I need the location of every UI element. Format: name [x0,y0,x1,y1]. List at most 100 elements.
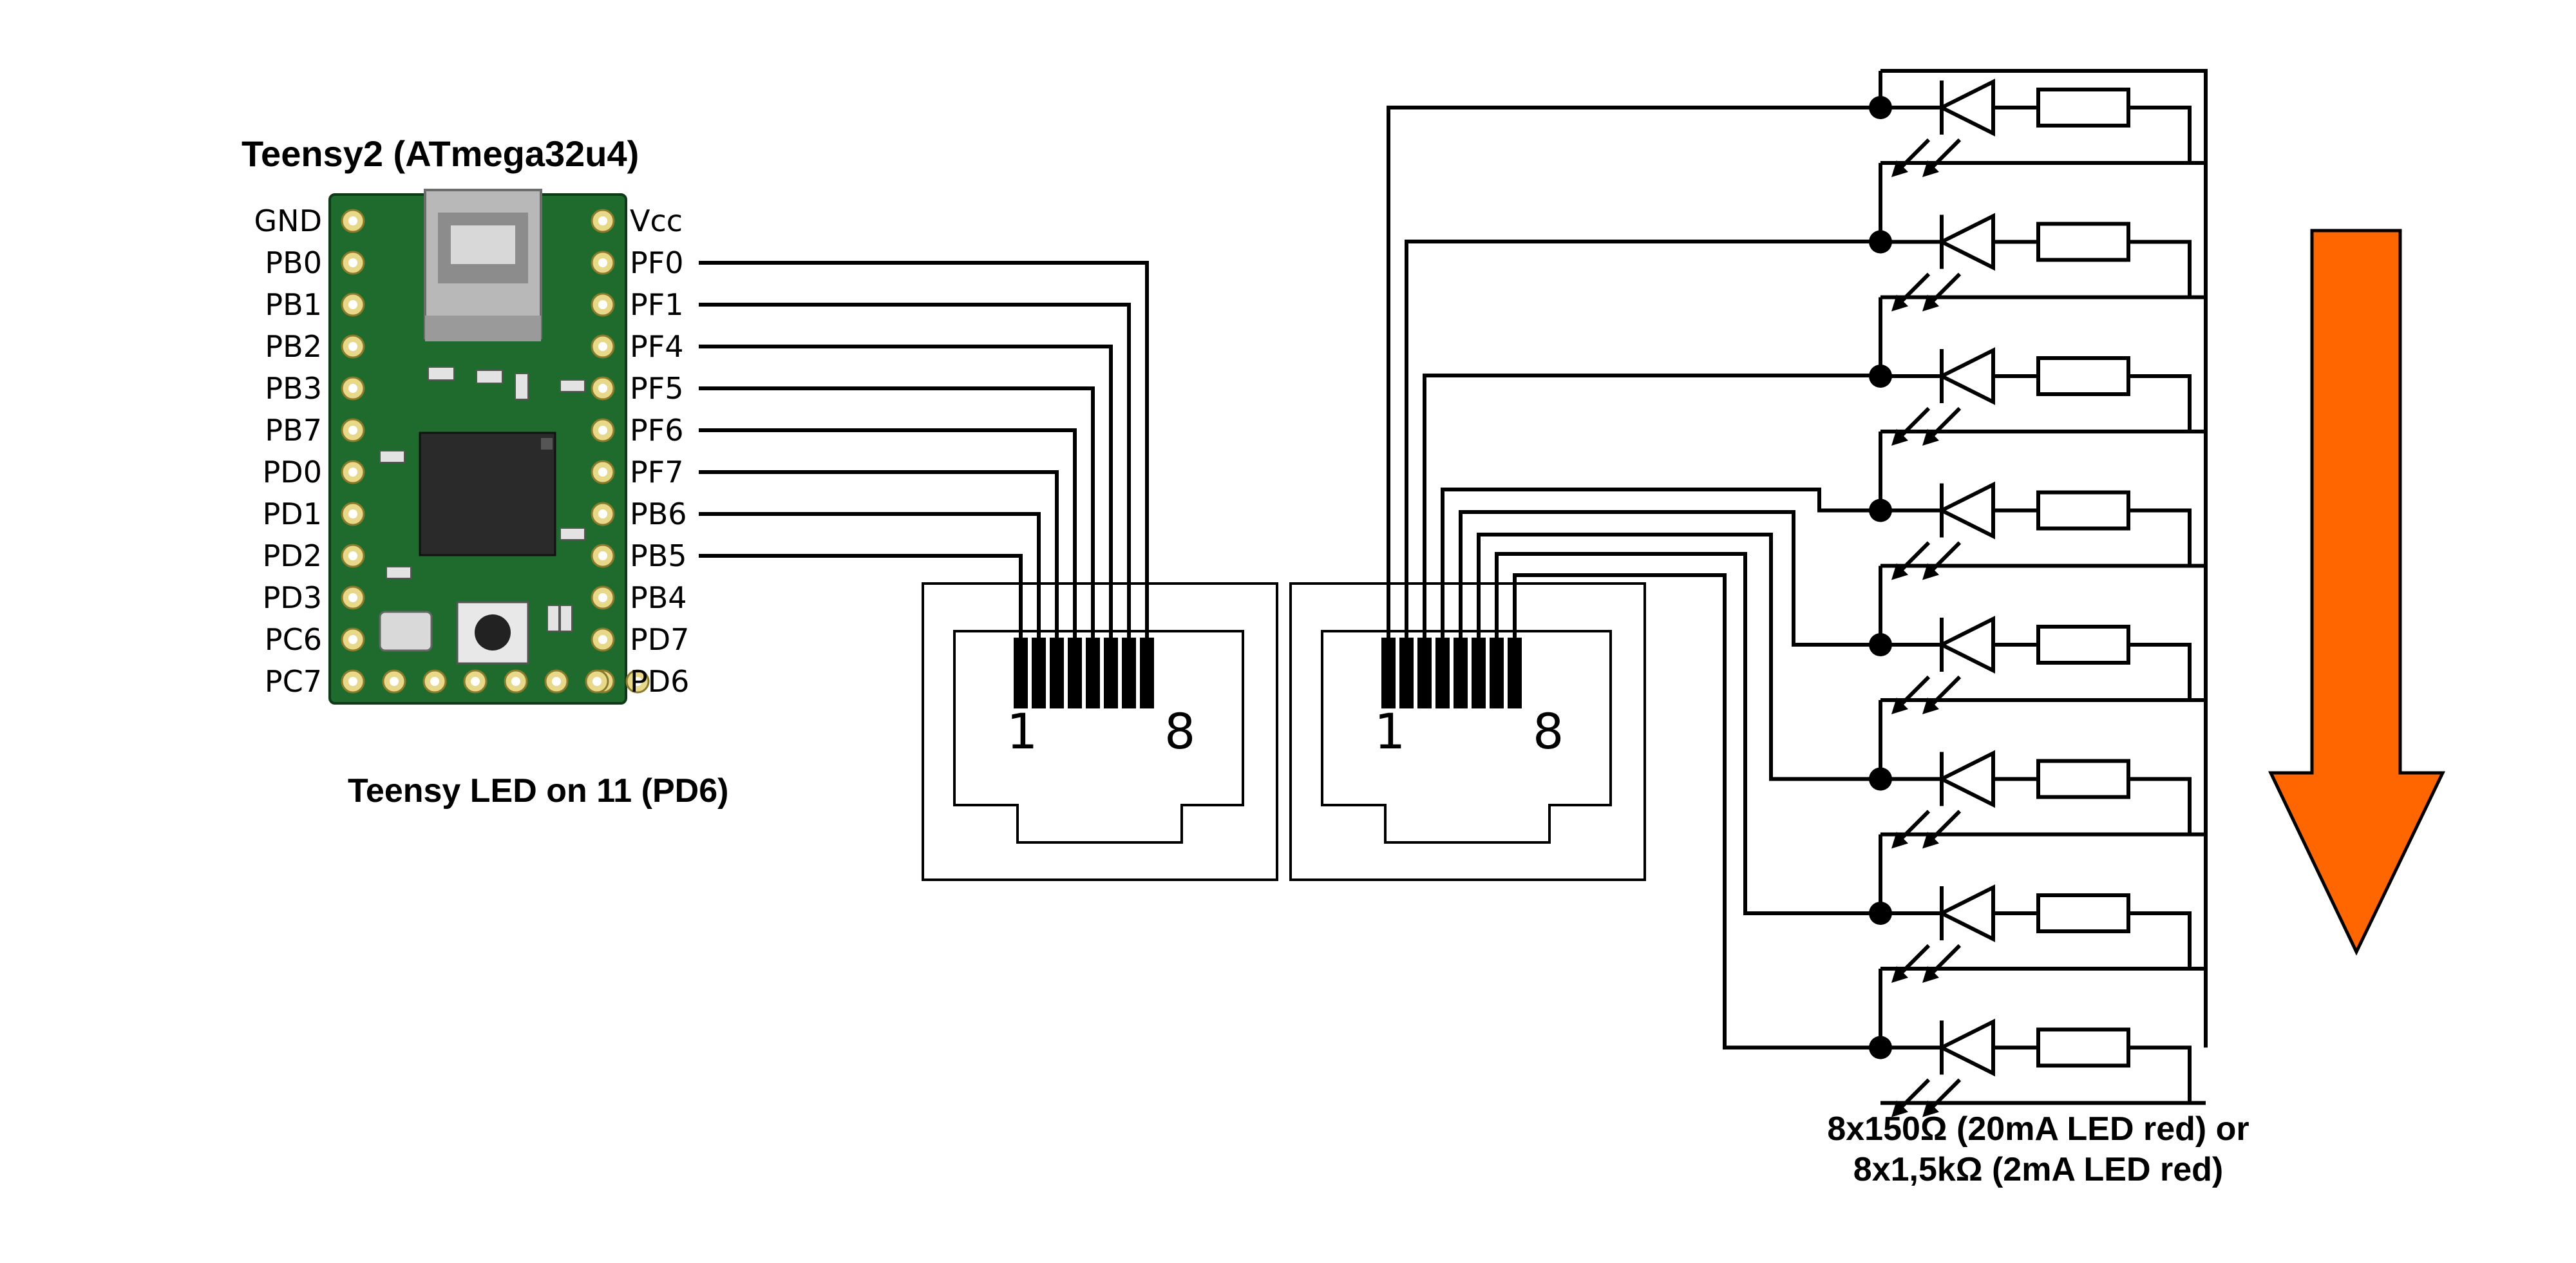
connector-2-pin [1399,638,1414,708]
connector-1-pin [1068,638,1082,708]
connector-1-pin-last: 8 [1164,703,1195,760]
right-pin-label: PF4 [630,329,683,364]
connector-1-pin [1086,638,1100,708]
light-ray-head [1891,563,1908,580]
pin-hole [348,509,357,518]
led-triangle [1937,79,1995,137]
left-pin-label: PD1 [263,497,322,531]
down-arrow [2268,229,2445,956]
mcu-chip [419,432,556,556]
light-ray [1927,138,1962,173]
signal-wire [699,512,1041,638]
pin-hole [348,384,357,393]
connector-1-pin [1122,638,1136,708]
pin-hole [348,216,357,225]
light-ray [1927,675,1962,710]
led-signal-wire [1513,573,1880,1050]
connector-1-frame [922,582,1278,881]
led-signal-wire [1495,552,1880,915]
led-stage [1869,565,2206,714]
light-ray [1927,810,1962,844]
light-ray-head [1922,563,1939,580]
light-ray-head [1891,831,1908,849]
led-stage [1869,432,2206,580]
pin-hole [348,258,357,267]
light-ray-head [1922,1100,1939,1117]
pin-hole [598,509,607,518]
pin-hole [598,300,607,309]
connector-to-led-wires [1387,106,1880,1050]
led-triangle [1937,750,1995,808]
signal-wire [699,428,1077,638]
resistor [2036,893,2130,933]
signal-wire [699,386,1095,638]
led-return [1880,1045,2192,1105]
bottom-pin-pads [382,669,650,694]
connector-2-frame [1289,582,1646,881]
pin-hole [598,468,607,477]
smd-components [379,366,585,632]
light-ray [1896,272,1931,307]
reset-button [475,614,511,650]
junction-dot [1869,1036,1892,1059]
connector-2-pin [1508,638,1522,708]
right-pin-label: PF0 [630,245,683,280]
signal-wire [699,303,1131,638]
connector-1-pin [1014,638,1028,708]
pin-hole [471,677,480,686]
connector-2-pin [1435,638,1450,708]
connector-1-pin [1140,638,1154,708]
pin-hole [511,677,520,686]
pin-hole [390,677,399,686]
led-stage [1869,969,2206,1117]
light-ray [1927,272,1962,307]
right-pin-label: PB6 [630,497,687,531]
connector-2-pin [1454,638,1468,708]
right-pin-label: PF7 [630,455,683,489]
pin-hole [592,677,601,686]
right-pin-label: PF6 [630,413,683,448]
left-pin-label: PC6 [265,622,322,657]
light-ray [1927,541,1962,575]
light-ray [1927,1078,1962,1112]
pin-hole [348,635,357,644]
connector-2-pin-last: 8 [1533,703,1564,760]
led-signal-wire [1459,510,1880,647]
connector-2-pins [1381,638,1522,708]
connector-2-pin-first: 1 [1374,703,1405,760]
rj45-connector-1: 1 8 [922,582,1278,881]
junction-dot [1869,230,1892,254]
resistor [2036,625,2130,665]
light-ray [1896,810,1931,844]
led-triangle [1937,213,1995,271]
light-ray [1896,675,1931,710]
left-pin-label: PB0 [265,245,322,280]
light-ray-head [1891,429,1908,446]
teensy-led-note: Teensy LED on 11 (PD6) [348,772,728,810]
led-triangle [1937,616,1995,674]
resistor [2036,356,2130,396]
junction-dot [1869,365,1892,388]
rj45-connector-2: 1 8 [1289,582,1646,881]
light-ray [1927,406,1962,441]
pin-hole [348,342,357,351]
pin-hole [598,384,607,393]
led-stage [1869,834,2206,983]
led-return [1880,240,2192,299]
right-pin-pads [591,209,615,694]
led-signal-wire [1387,106,1880,638]
signal-wire [699,261,1149,638]
led-stage [1869,71,2206,177]
light-ray-head [1891,1100,1908,1117]
right-pin-label: Vcc [630,204,683,238]
resistor [2036,759,2130,799]
led-triangle [1937,481,1995,540]
pin-hole [598,593,607,602]
light-ray-head [1891,966,1908,983]
connector-1-pin [1104,638,1118,708]
light-ray-head [1922,966,1939,983]
crystal [379,611,433,652]
led-signal-wire [1441,488,1880,638]
pin-hole [598,342,607,351]
